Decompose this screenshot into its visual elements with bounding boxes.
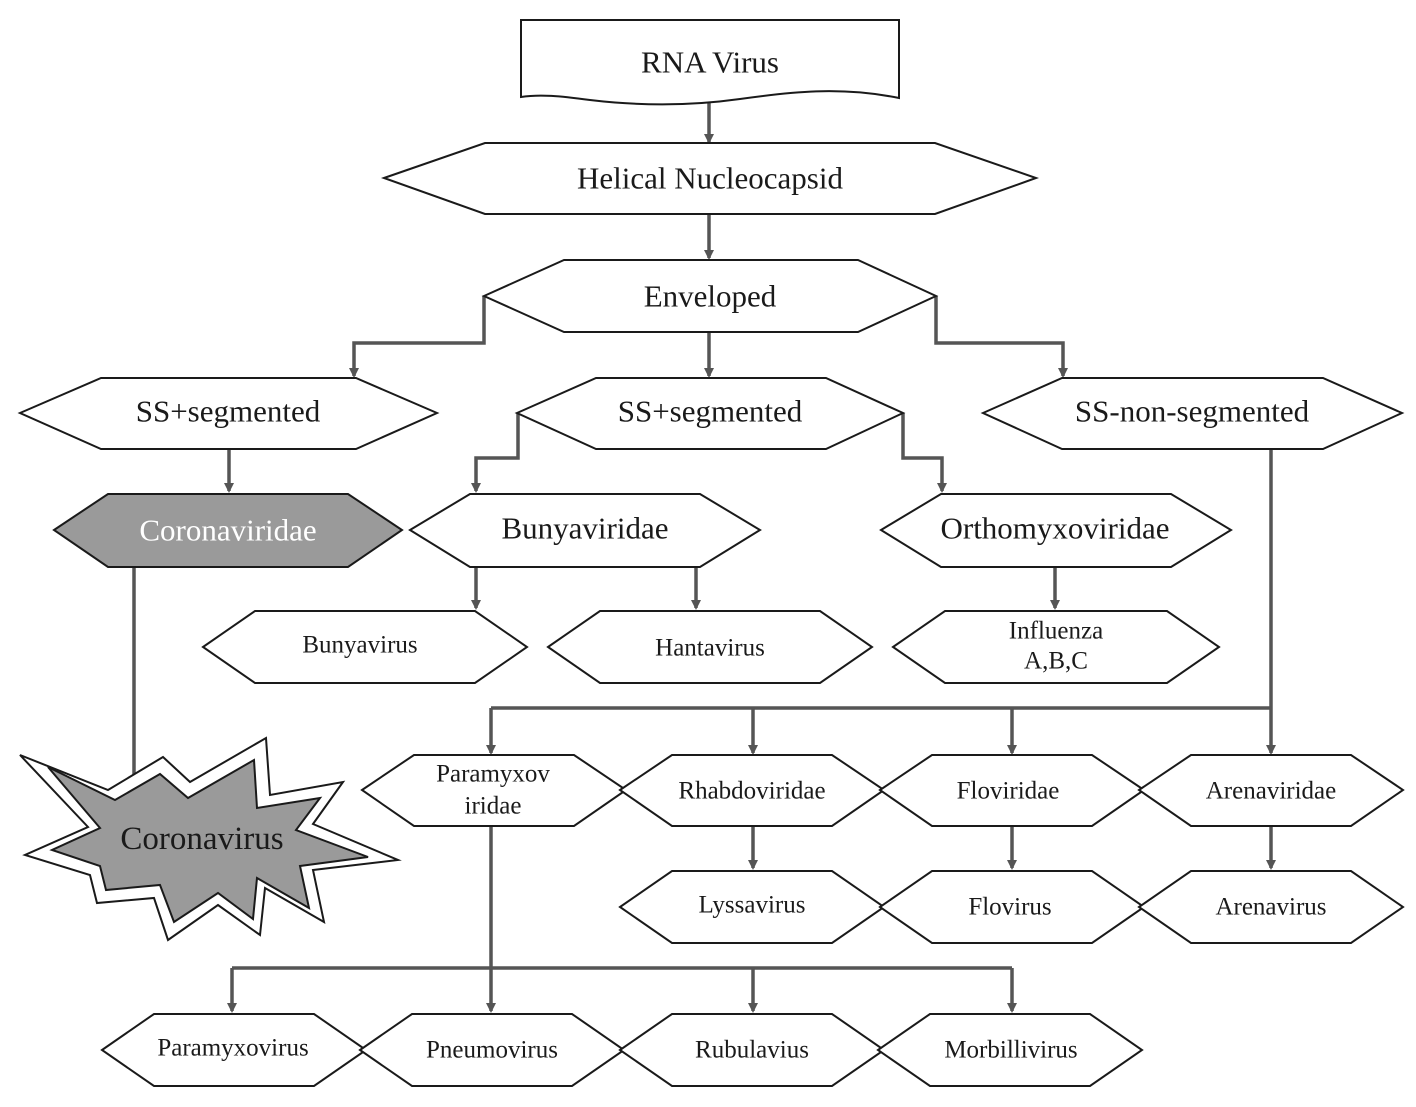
node-floviridae: Floviridae (878, 754, 1146, 827)
ss-non-segmented-label: SS-non-segmented (1075, 394, 1310, 429)
connector-enveloped-to-ss-left (349, 296, 486, 378)
node-rna-virus: RNA Virus (520, 19, 900, 106)
connector-enveloped-to-ss-non-seg (934, 296, 1068, 378)
node-lyssavirus: Lyssavirus (618, 870, 886, 944)
node-paramyxoviridae: Paramyxov iridae (360, 754, 628, 827)
influenza-label-line2: A,B,C (1024, 648, 1088, 675)
node-rhabdoviridae: Rhabdoviridae (618, 754, 886, 827)
paramyxoviridae-label-line2: iridae (465, 793, 522, 820)
node-influenza: Influenza A,B,C (891, 610, 1221, 684)
bunyaviridae-label: Bunyaviridae (501, 511, 668, 546)
node-flovirus: Flovirus (878, 870, 1146, 944)
helical-nucleocapsid-label: Helical Nucleocapsid (577, 161, 843, 196)
node-enveloped: Enveloped (481, 259, 939, 333)
paramyxoviridae-label-line1: Paramyxov (436, 761, 550, 788)
node-hantavirus: Hantavirus (546, 610, 874, 684)
connector-ss-mid-to-bunyaviridae (471, 413, 520, 493)
arenaviridae-label: Arenaviridae (1206, 778, 1336, 805)
rhabdoviridae-label: Rhabdoviridae (678, 778, 825, 805)
bunyavirus-label: Bunyavirus (302, 632, 417, 659)
ss-segmented-mid-label: SS+segmented (618, 394, 803, 429)
node-ss-segmented-mid: SS+segmented (514, 377, 906, 450)
floviridae-label: Floviridae (957, 778, 1060, 805)
rubulavius-label: Rubulavius (695, 1037, 809, 1064)
node-arenaviridae: Arenaviridae (1137, 754, 1405, 827)
connectors (129, 100, 1276, 1013)
hantavirus-label: Hantavirus (655, 635, 765, 662)
flovirus-label: Flovirus (968, 894, 1051, 921)
pneumovirus-label: Pneumovirus (426, 1037, 558, 1064)
coronaviridae-label: Coronaviridae (139, 513, 316, 548)
enveloped-label: Enveloped (644, 279, 777, 314)
connector-ss-mid-to-orthomyxoviridae (901, 413, 947, 493)
paramyxovirus-label: Paramyxovirus (157, 1035, 308, 1062)
node-paramyxovirus: Paramyxovirus (100, 1013, 368, 1087)
node-coronavirus: Coronavirus (19, 736, 402, 942)
orthomyxoviridae-label: Orthomyxoviridae (940, 511, 1169, 546)
node-orthomyxoviridae: Orthomyxoviridae (879, 493, 1233, 568)
node-ss-segmented-left: SS+segmented (17, 377, 440, 450)
node-rubulavius: Rubulavius (618, 1013, 886, 1087)
coronavirus-label: Coronavirus (120, 821, 283, 857)
node-ss-non-segmented: SS-non-segmented (980, 377, 1405, 450)
ss-segmented-left-label: SS+segmented (136, 394, 321, 429)
node-morbillivirus: Morbillivirus (876, 1013, 1144, 1087)
node-arenavirus: Arenavirus (1137, 870, 1405, 944)
lyssavirus-label: Lyssavirus (699, 892, 806, 919)
node-coronaviridae: Coronaviridae (52, 493, 404, 568)
node-bunyaviridae: Bunyaviridae (408, 493, 762, 568)
influenza-label-line1: Influenza (1009, 618, 1103, 645)
node-pneumovirus: Pneumovirus (358, 1013, 626, 1087)
morbillivirus-label: Morbillivirus (944, 1037, 1077, 1064)
rna-virus-label: RNA Virus (641, 45, 779, 80)
node-bunyavirus: Bunyavirus (201, 610, 529, 684)
arenavirus-label: Arenavirus (1215, 894, 1326, 921)
node-helical-nucleocapsid: Helical Nucleocapsid (380, 142, 1040, 215)
